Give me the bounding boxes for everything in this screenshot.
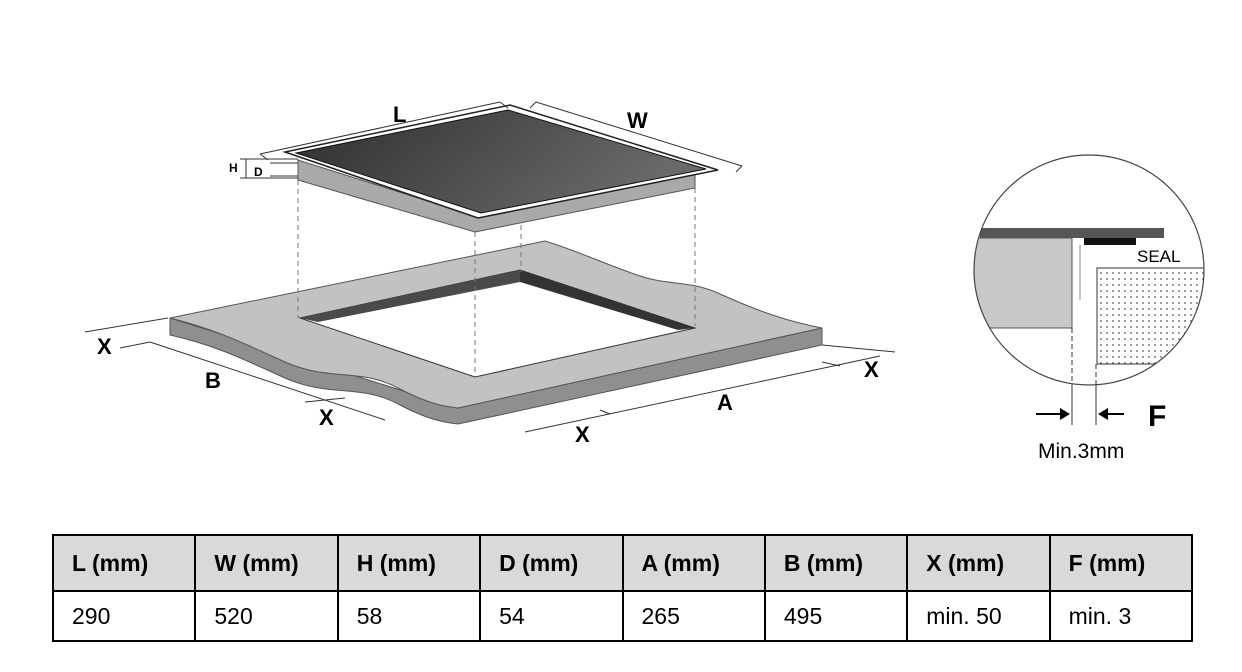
label-min-gap: Min.3mm	[1038, 440, 1124, 463]
label-f: F	[1148, 400, 1166, 433]
label-seal: SEAL	[1137, 247, 1180, 266]
hob	[282, 104, 719, 233]
value-l: 290	[51, 590, 197, 642]
value-w: 520	[194, 590, 339, 642]
label-a: A	[717, 390, 733, 415]
seal-detail	[973, 154, 1205, 425]
label-x-right: X	[864, 357, 879, 382]
value-x: min. 50	[906, 590, 1051, 642]
header-l: L (mm)	[51, 534, 197, 592]
value-d: 54	[479, 590, 624, 642]
dimension-lines	[84, 101, 896, 433]
label-h: H	[229, 161, 238, 175]
label-x-front: X	[319, 405, 334, 430]
label-l: L	[393, 102, 406, 127]
label-x-left: X	[97, 334, 112, 359]
table-row: 290 520 58 54 265 495 min. 50 min. 3	[51, 590, 1194, 642]
header-d: D (mm)	[479, 534, 624, 592]
header-b: B (mm)	[763, 534, 909, 592]
table-header-row: L (mm) W (mm) H (mm) D (mm) A (mm) B (mm…	[51, 534, 1194, 592]
value-b: 495	[763, 590, 909, 642]
label-x-bottom: X	[575, 422, 590, 447]
label-d: D	[254, 165, 263, 179]
header-f: F (mm)	[1048, 534, 1194, 592]
value-a: 265	[621, 590, 766, 642]
countertop	[169, 240, 823, 425]
value-f: min. 3	[1048, 590, 1194, 642]
projection-lines	[297, 180, 696, 372]
header-a: A (mm)	[621, 534, 766, 592]
installation-diagram: L W H D X B X A X X SEAL	[84, 101, 1205, 463]
dimensions-table: L (mm) W (mm) H (mm) D (mm) A (mm) B (mm…	[51, 534, 1194, 642]
label-b: B	[205, 368, 221, 393]
header-x: X (mm)	[906, 534, 1051, 592]
value-h: 58	[336, 590, 482, 642]
label-w: W	[627, 108, 648, 133]
header-h: H (mm)	[336, 534, 482, 592]
header-w: W (mm)	[194, 534, 339, 592]
